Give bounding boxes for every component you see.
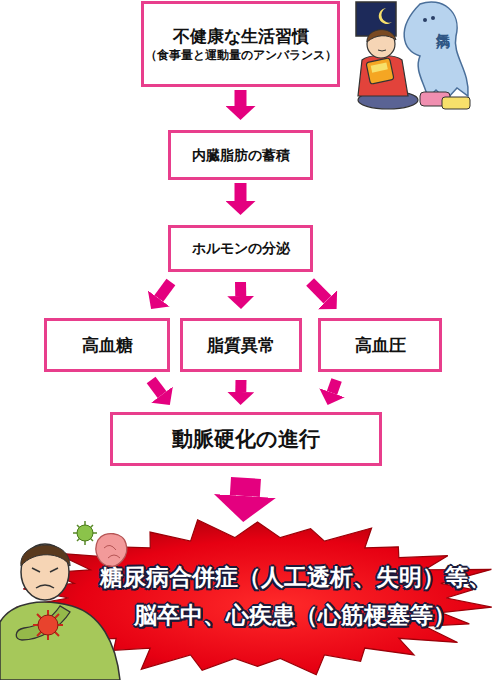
night-window	[356, 2, 396, 36]
outcome-starburst: 糖尿病合併症（人工透析、失明）等、 脳卒中、心疾患（心筋梗塞等）	[20, 518, 495, 674]
cushion	[442, 97, 470, 109]
flow-arrow	[332, 380, 337, 393]
box-label: 高血糖	[82, 334, 133, 357]
illness-ghost	[404, 2, 468, 100]
process-box: 内臓脂肪の蓄積	[168, 130, 313, 180]
box-text: 不健康な生活習慣	[173, 25, 309, 48]
flow-arrow	[159, 282, 171, 299]
cushion	[420, 92, 450, 106]
mouth	[378, 50, 386, 51]
pain-mark	[38, 615, 58, 635]
germ	[77, 525, 93, 541]
box-label: 脂質異常	[207, 334, 275, 357]
head	[367, 30, 395, 58]
process-box: 脂質異常	[180, 318, 302, 372]
box-label: ホルモンの分泌	[192, 239, 290, 258]
snack-label	[371, 62, 388, 72]
hair	[367, 30, 396, 42]
box-label: 内臓脂肪の蓄積	[192, 146, 290, 165]
process-box: 不健康な生活習慣（食事量と運動量のアンバランス）	[141, 1, 340, 87]
snack-bag	[366, 58, 394, 85]
process-box: 高血圧	[318, 318, 442, 372]
flow-arrow	[235, 90, 247, 106]
ghost-eye	[423, 18, 427, 22]
starburst-outline	[16, 520, 492, 675]
legs	[358, 91, 418, 109]
outcome-text: 糖尿病合併症（人工透析、失明）等、 脳卒中、心疾患（心筋梗塞等）	[95, 558, 495, 634]
flow-arrow	[151, 380, 162, 395]
flow-arrow	[235, 282, 246, 296]
flow-arrow	[235, 380, 246, 392]
process-box: 高血糖	[44, 318, 170, 372]
box-text: （食事量と運動量のアンバランス）	[145, 48, 337, 64]
germ-spikes	[73, 521, 97, 545]
moon	[379, 8, 392, 24]
box-label: 動脈硬化の進行	[172, 425, 320, 453]
red-shirt	[358, 56, 408, 97]
process-box: ホルモンの分泌	[168, 225, 313, 272]
flow-arrow	[245, 478, 246, 496]
process-box: 動脈硬化の進行	[110, 412, 382, 466]
flow-arrow	[235, 183, 247, 201]
ghost-eye	[431, 16, 435, 20]
flow-arrow	[310, 282, 327, 300]
starburst-shape	[20, 518, 495, 674]
box-label: 高血圧	[355, 334, 406, 357]
